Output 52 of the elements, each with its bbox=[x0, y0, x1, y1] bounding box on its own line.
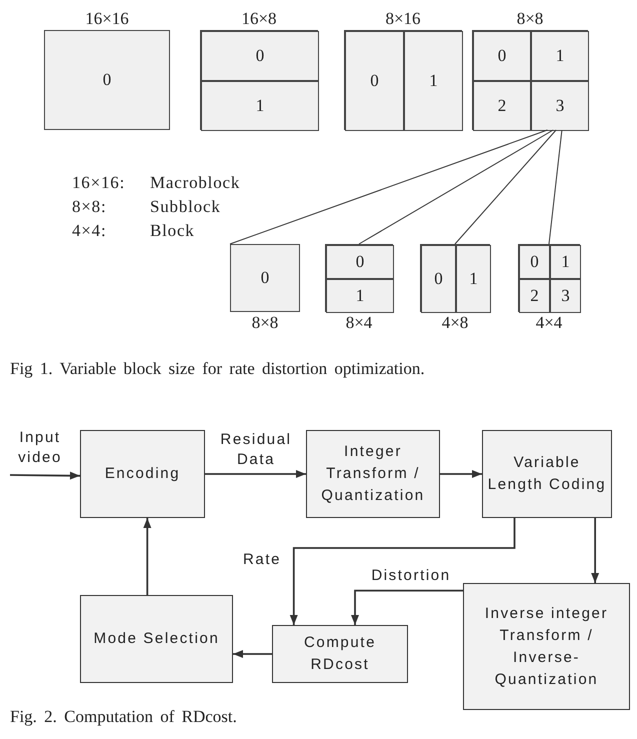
term-definition: Block bbox=[150, 220, 195, 242]
partition-region: 0 bbox=[473, 31, 531, 81]
partition-region: 1 bbox=[326, 279, 394, 313]
partition-region: 0 bbox=[345, 31, 404, 131]
size-label: 8×8 bbox=[250, 312, 280, 334]
partition-region: 1 bbox=[456, 245, 491, 313]
connector-line bbox=[230, 130, 548, 244]
block-square: 0 bbox=[44, 30, 170, 130]
size-term: 16×16: bbox=[72, 172, 126, 194]
partition-region: 3 bbox=[550, 279, 581, 313]
partition-region: 0 bbox=[519, 245, 550, 279]
process-box: Compute RDcost bbox=[272, 625, 408, 683]
size-label: 8×8 bbox=[516, 8, 544, 30]
partition-region: 1 bbox=[550, 245, 581, 279]
term-definition: Subblock bbox=[150, 196, 221, 218]
partition-region: 3 bbox=[531, 81, 589, 131]
arrow bbox=[351, 590, 463, 625]
arrow bbox=[10, 472, 80, 480]
term-definition: Macroblock bbox=[150, 172, 240, 194]
partition-region: 2 bbox=[473, 81, 531, 131]
arrow bbox=[143, 518, 152, 595]
size-label: 4×4 bbox=[534, 312, 564, 334]
size-term: 8×8: bbox=[72, 196, 107, 218]
process-box: Variable Length Coding bbox=[482, 430, 612, 518]
partition-region: 1 bbox=[201, 81, 319, 131]
arrow bbox=[205, 470, 306, 478]
size-label: 16×16 bbox=[84, 8, 130, 30]
connector-line bbox=[454, 130, 557, 244]
size-label: 4×8 bbox=[440, 312, 470, 334]
process-box: Inverse integer Transform / Inverse- Quantization bbox=[463, 583, 630, 710]
partition-region: 0 bbox=[421, 245, 456, 313]
process-box: Encoding bbox=[80, 430, 205, 518]
size-label: 16×8 bbox=[240, 8, 278, 30]
arrow bbox=[233, 650, 272, 658]
partition-region: 1 bbox=[531, 31, 589, 81]
connector-line bbox=[358, 130, 554, 244]
process-box: Mode Selection bbox=[80, 595, 233, 683]
size-term: 4×4: bbox=[72, 220, 107, 242]
arrow bbox=[591, 518, 600, 583]
size-label: 8×16 bbox=[384, 8, 422, 30]
figure-caption: Fig. 2. Computation of RDcost. bbox=[10, 706, 237, 728]
arrow bbox=[290, 518, 516, 625]
process-box: Integer Transform / Quantization bbox=[306, 430, 440, 518]
partition-region: 0 bbox=[326, 245, 394, 279]
partition-region: 0 bbox=[201, 31, 319, 81]
figure-caption: Fig 1. Variable block size for rate distortion optimization. bbox=[10, 358, 425, 380]
arrow bbox=[440, 470, 482, 478]
block-square: 0 bbox=[230, 244, 300, 312]
size-label: 8×4 bbox=[344, 312, 374, 334]
partition-region: 1 bbox=[404, 31, 463, 131]
partition-region: 2 bbox=[519, 279, 550, 313]
connector-line bbox=[548, 130, 562, 244]
